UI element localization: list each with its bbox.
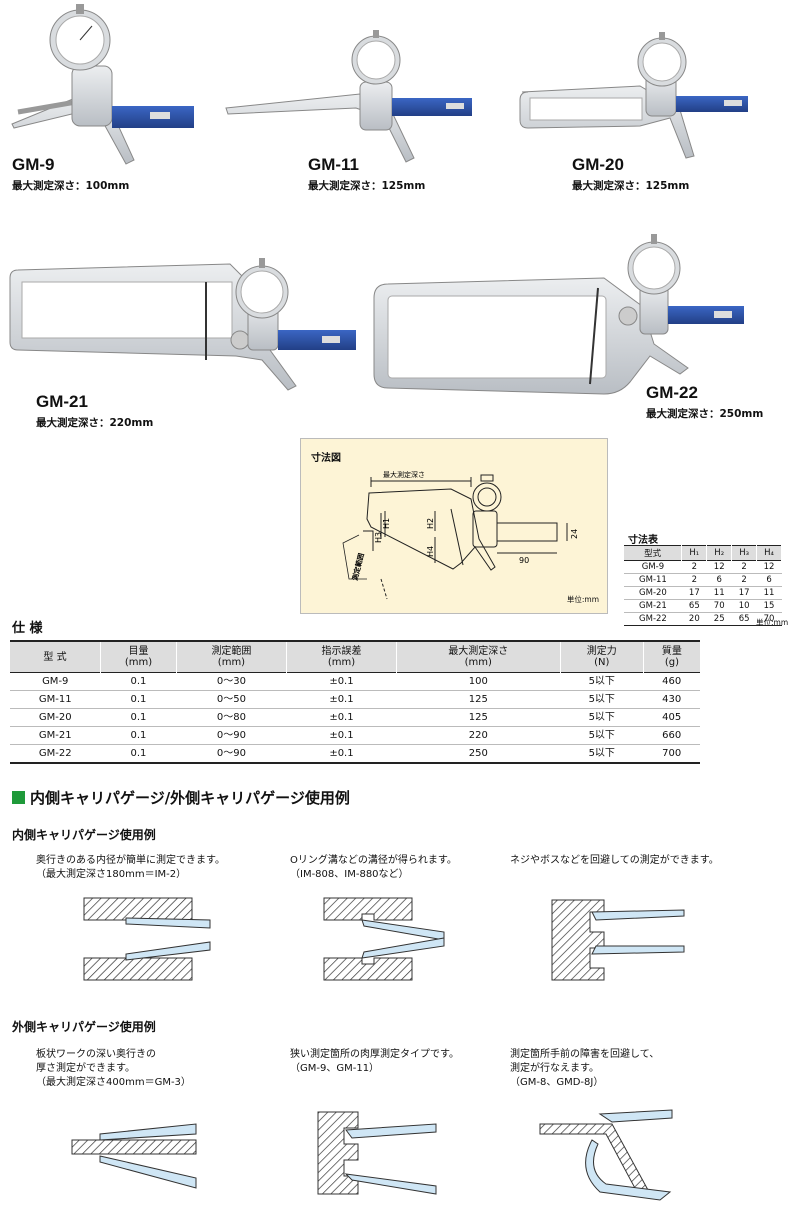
inner-usage-illustrations xyxy=(83,897,685,981)
outer-usage-desc: 板状ワークの深い奥行きの 厚さ測定ができます。 （最大測定深さ400mm＝GM-… xyxy=(36,1049,191,1088)
spec-table: 型 式 目量(mm) 測定範囲(mm) 指示誤差(mm) 最大測定深さ(mm) … xyxy=(10,640,700,764)
green-square-icon xyxy=(12,791,25,804)
gm-11-photo xyxy=(225,30,472,163)
label-24: 24 xyxy=(570,529,579,539)
model-label: GM-21 xyxy=(36,392,88,411)
dimension-diagram: 寸法図 最大測定深さ H1 H3 H2 H4 90 xyxy=(300,438,608,614)
max-depth-label: 最大測定深さ：250mm xyxy=(646,408,764,420)
model-label: GM-22 xyxy=(646,383,698,402)
model-label: GM-11 xyxy=(308,155,360,174)
outer-usage-title: 外側キャリパゲージ使用例 xyxy=(12,1020,156,1034)
spec-header: 測定範囲(mm) xyxy=(176,641,287,673)
label-h3: H3 xyxy=(374,532,383,543)
model-label: GM-20 xyxy=(572,155,624,174)
diagram-unit: 単位:mm xyxy=(566,595,599,604)
max-depth-label: 最大測定深さ：220mm xyxy=(36,417,154,429)
model-label: GM-9 xyxy=(12,155,55,174)
label-h2: H2 xyxy=(426,518,435,529)
gm-21-photo xyxy=(9,258,356,391)
spec-header: 最大測定深さ(mm) xyxy=(396,641,561,673)
outer-usage-desc: 狭い測定箇所の肉厚測定タイプです。 （GM-9、GM-11） xyxy=(290,1049,459,1074)
diagram-drawing: 最大測定深さ H1 H3 H2 H4 90 24 測定範囲 xyxy=(342,470,579,600)
spec-header: 測定力(N) xyxy=(560,641,644,673)
max-depth-label: 最大測定深さ：125mm xyxy=(572,180,690,192)
label-measuring-range: 測定範囲 xyxy=(350,552,366,581)
diagram-title: 寸法図 xyxy=(311,453,341,464)
usage-title: 内側キャリパゲージ/外側キャリパゲージ使用例 xyxy=(30,789,350,807)
dim-table-unit: 単位:mm xyxy=(756,618,789,627)
inner-usage-desc: 奥行きのある内径が簡単に測定できます。 （最大測定深さ180mm＝IM-2） xyxy=(36,855,225,880)
max-depth-label: 最大測定深さ：125mm xyxy=(308,180,426,192)
gm-22-photo xyxy=(373,234,744,395)
dim-header: H₃ xyxy=(731,545,758,561)
gm-20-photo xyxy=(519,32,748,159)
label-max-depth: 最大測定深さ xyxy=(383,470,425,479)
dim-header: 型式 xyxy=(624,545,683,561)
spec-header: 質量(g) xyxy=(643,641,700,673)
dim-header: H₂ xyxy=(706,545,733,561)
outer-usage-desc: 測定箇所手前の障害を回避して、 測定が行なえます。 （GM-8、GMD-8J） xyxy=(510,1049,660,1088)
inner-usage-desc: ネジやボスなどを回避しての測定ができます。 xyxy=(510,855,719,866)
spec-header: 指示誤差(mm) xyxy=(286,641,397,673)
inner-usage-desc: Oリング溝などの溝径が得られます。 （IM-808、IM-880など） xyxy=(290,855,457,880)
inner-usage-title: 内側キャリパゲージ使用例 xyxy=(12,828,156,842)
label-h4: H4 xyxy=(426,546,435,557)
outer-usage-illustrations xyxy=(71,1109,673,1201)
gm-9-photo xyxy=(11,4,194,165)
product-illustrations xyxy=(9,4,748,395)
label-90: 90 xyxy=(519,556,529,565)
dim-table-title: 寸法表 xyxy=(628,535,658,546)
max-depth-label: 最大測定深さ：100mm xyxy=(12,180,130,192)
spec-header: 型 式 xyxy=(10,641,101,673)
spec-header: 目量(mm) xyxy=(100,641,177,673)
dim-header: H₁ xyxy=(681,545,708,561)
spec-title: 仕 様 xyxy=(12,621,43,636)
dim-header: H₄ xyxy=(756,545,782,561)
label-h1: H1 xyxy=(382,518,391,529)
